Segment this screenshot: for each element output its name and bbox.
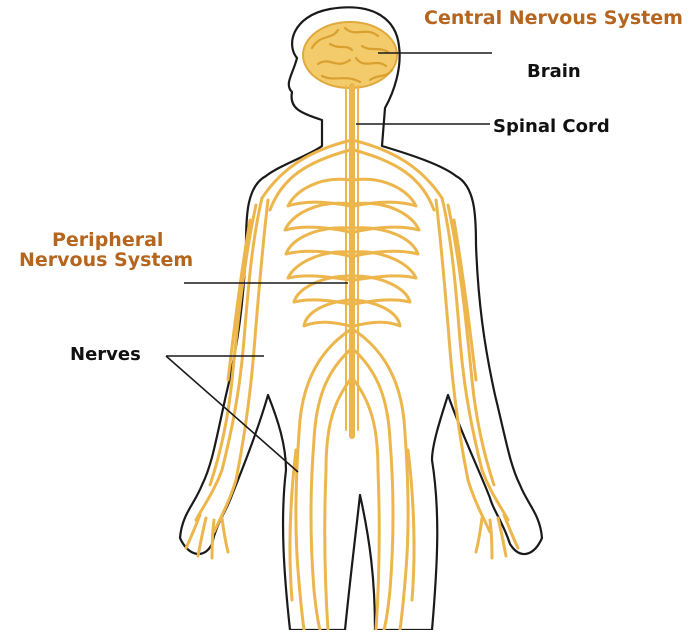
brain-label: Brain xyxy=(527,61,581,82)
peripheral-label-line1: Peripheral xyxy=(52,229,164,251)
nerve-network xyxy=(184,83,520,632)
body-outline xyxy=(178,6,544,632)
leader-lines xyxy=(165,52,492,473)
nerves-label: Nerves xyxy=(70,344,141,365)
central-nervous-system-label: Central Nervous System xyxy=(424,7,683,29)
spinal-cord-label: Spinal Cord xyxy=(493,116,610,137)
peripheral-label-line2: Nervous System xyxy=(19,248,194,271)
brain-shape xyxy=(302,21,398,89)
nerves-leader-line-lower xyxy=(165,355,299,473)
peripheral-nervous-system-label: Peripheral Nervous System xyxy=(19,229,194,271)
